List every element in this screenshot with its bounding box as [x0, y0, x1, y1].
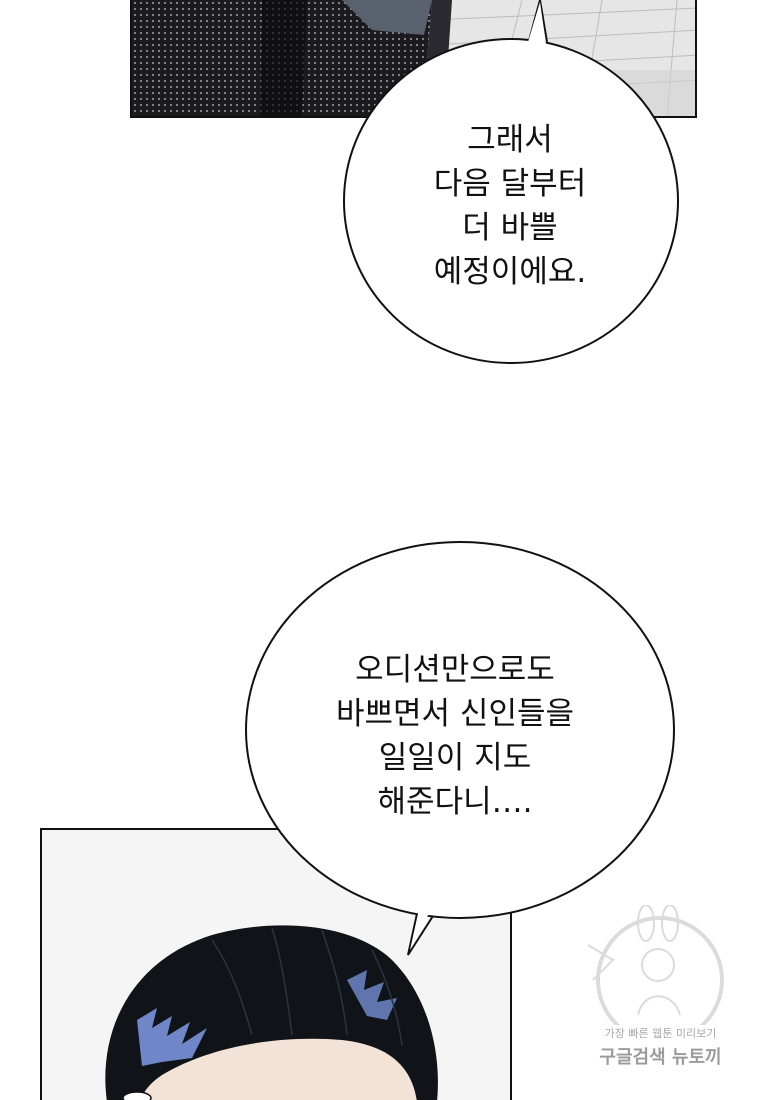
- speech-bubble-bottom-text: 오디션만으로도 바쁘면서 신인들을 일일이 지도 해준다니….: [265, 648, 645, 824]
- top-panel-art: [132, 0, 695, 116]
- character-art: [42, 830, 510, 1100]
- watermark-line1: 가장 빠른 웹툰 미리보기: [604, 1027, 717, 1040]
- bubble-line: 바쁘면서 신인들을: [335, 696, 574, 732]
- watermark-line2: 구글검색 뉴토끼: [599, 1047, 722, 1068]
- bubble-line: 일일이 지도: [378, 740, 532, 776]
- speech-bubble-top-text: 그래서 다음 달부터 더 바쁠 예정이에요.: [380, 118, 640, 294]
- top-comic-panel: [130, 0, 697, 118]
- bubble-line: 오디션만으로도: [355, 652, 555, 688]
- watermark: 가장 빠른 웹툰 미리보기 구글검색 뉴토끼: [568, 905, 753, 1075]
- bottom-comic-panel: [40, 828, 512, 1100]
- bubble-line: 해준다니….: [377, 784, 533, 820]
- watermark-logo-icon: [587, 905, 724, 1025]
- bubble-line: 그래서: [467, 122, 553, 158]
- bubble-line: 예정이에요.: [433, 254, 587, 290]
- bubble-line: 더 바쁠: [462, 210, 558, 246]
- bubble-line: 다음 달부터: [433, 166, 587, 202]
